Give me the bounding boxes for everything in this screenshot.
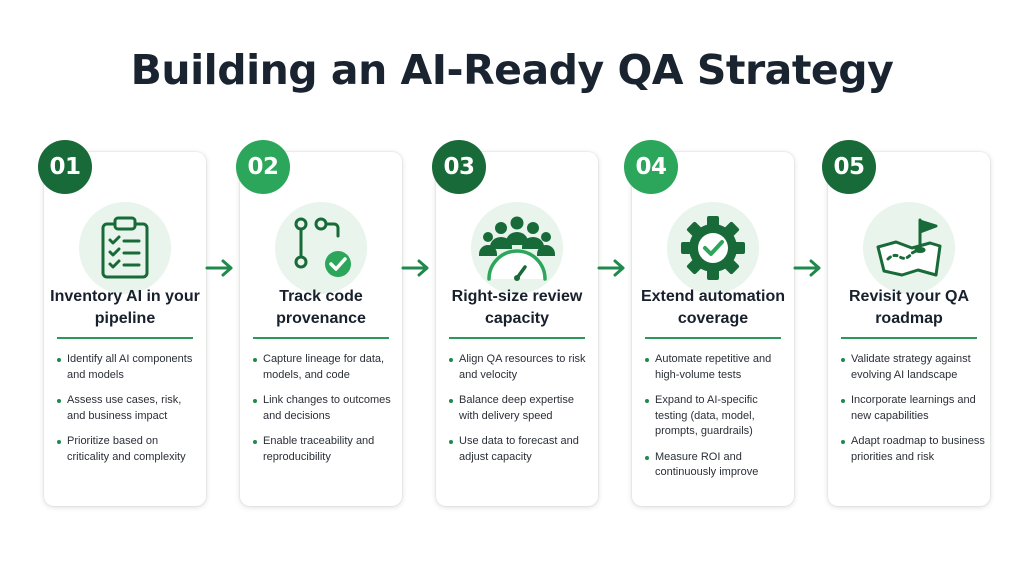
step-title: Track code provenance (276, 288, 366, 327)
clipboard-checklist-icon (79, 202, 171, 294)
bullet-list: Align QA resources to risk and velocity … (449, 352, 594, 475)
bullet-dot (57, 358, 61, 362)
step-card-5: Revisit your QA roadmap Validate strateg… (828, 152, 990, 506)
bullet-dot (253, 440, 257, 444)
list-item: Measure ROI and continuously improve (645, 450, 790, 481)
arrow-right-icon (597, 259, 625, 277)
bullet-dot (253, 399, 257, 403)
bullet-dot (449, 440, 453, 444)
title-divider (253, 337, 389, 339)
gear-check-icon (667, 202, 759, 294)
step-title: Extend automation coverage (640, 288, 785, 327)
step-card-3: Right-size review capacity Align QA reso… (436, 152, 598, 506)
title-divider (841, 337, 977, 339)
list-item: Adapt roadmap to business priorities and… (841, 434, 986, 465)
list-item: Assess use cases, risk, and business imp… (57, 393, 202, 424)
list-item: Incorporate learnings and new capabiliti… (841, 393, 986, 424)
title-divider (645, 337, 781, 339)
git-branch-check-icon (275, 202, 367, 294)
list-item: Identify all AI components and models (57, 352, 202, 383)
list-item: Align QA resources to risk and velocity (449, 352, 594, 383)
bullet-dot (57, 399, 61, 403)
bullet-list: Identify all AI components and models As… (57, 352, 202, 475)
step-number-badge: 02 (236, 140, 290, 194)
step-number-badge: 03 (432, 140, 486, 194)
list-item: Use data to forecast and adjust capacity (449, 434, 594, 465)
arrow-right-icon (401, 259, 429, 277)
step-card-2: Track code provenance Capture lineage fo… (240, 152, 402, 506)
list-item: Enable traceability and reproducibility (253, 434, 398, 465)
list-item: Expand to AI-specific testing (data, mod… (645, 393, 790, 440)
bullet-dot (841, 399, 845, 403)
list-item: Link changes to outcomes and decisions (253, 393, 398, 424)
list-item: Validate strategy against evolving AI la… (841, 352, 986, 383)
bullet-dot (449, 399, 453, 403)
arrow-right-icon (205, 259, 233, 277)
step-number-badge: 05 (822, 140, 876, 194)
title-divider (57, 337, 193, 339)
title-divider (449, 337, 585, 339)
map-flag-icon (863, 202, 955, 294)
bullet-list: Automate repetitive and high-volume test… (645, 352, 790, 491)
page-title: Building an AI-Ready QA Strategy (130, 46, 894, 94)
step-number-badge: 01 (38, 140, 92, 194)
bullet-dot (645, 399, 649, 403)
bullet-dot (841, 358, 845, 362)
list-item: Balance deep expertise with delivery spe… (449, 393, 594, 424)
step-title: Revisit your QA roadmap (848, 288, 970, 327)
step-title: Right-size review capacity (451, 288, 583, 327)
bullet-list: Capture lineage for data, models, and co… (253, 352, 398, 475)
bullet-dot (449, 358, 453, 362)
step-card-4: Extend automation coverage Automate repe… (632, 152, 794, 506)
bullet-dot (841, 440, 845, 444)
arrow-right-icon (793, 259, 821, 277)
list-item: Capture lineage for data, models, and co… (253, 352, 398, 383)
step-number-badge: 04 (624, 140, 678, 194)
list-item: Prioritize based on criticality and comp… (57, 434, 202, 465)
bullet-dot (645, 358, 649, 362)
step-card-1: Inventory AI in your pipeline Identify a… (44, 152, 206, 506)
bullet-dot (253, 358, 257, 362)
list-item: Automate repetitive and high-volume test… (645, 352, 790, 383)
step-title: Inventory AI in your pipeline (50, 288, 200, 327)
team-gauge-icon (471, 202, 563, 294)
bullet-dot (645, 455, 649, 460)
bullet-list: Validate strategy against evolving AI la… (841, 352, 986, 475)
bullet-dot (57, 440, 61, 444)
